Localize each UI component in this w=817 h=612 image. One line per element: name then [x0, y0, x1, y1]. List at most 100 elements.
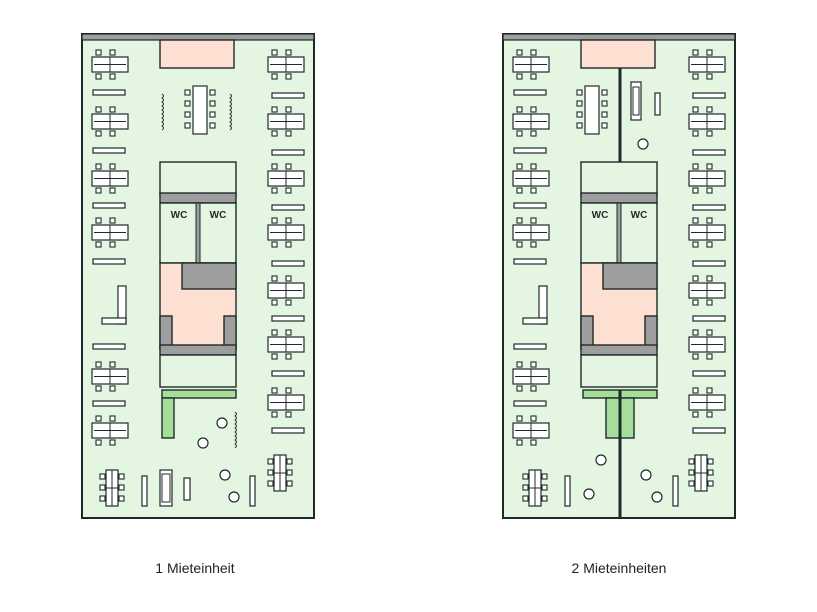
- desk-cluster: [267, 217, 305, 248]
- chair: [601, 89, 608, 96]
- chair: [95, 163, 102, 170]
- chair: [267, 469, 274, 476]
- chair: [530, 439, 537, 446]
- bench: [513, 258, 547, 265]
- plant-squiggle: [229, 93, 232, 131]
- meeting-table: [184, 85, 216, 135]
- chair: [706, 163, 713, 170]
- facade-strip: [81, 33, 315, 41]
- chair: [692, 49, 699, 56]
- core-shaft: [602, 262, 658, 290]
- chair: [109, 415, 116, 422]
- core-band: [159, 192, 237, 204]
- round-table: [216, 417, 228, 429]
- chair: [688, 469, 695, 476]
- bench: [92, 147, 126, 154]
- chair: [271, 241, 278, 248]
- chair: [267, 458, 274, 465]
- wc-label-left: WC: [592, 210, 609, 221]
- chair: [271, 187, 278, 194]
- chair: [692, 241, 699, 248]
- chair: [118, 484, 125, 491]
- chair: [285, 275, 292, 282]
- chair: [209, 111, 216, 118]
- chair: [271, 275, 278, 282]
- chair: [692, 163, 699, 170]
- chair: [271, 299, 278, 306]
- chair: [692, 217, 699, 224]
- chair: [530, 49, 537, 56]
- chair: [692, 299, 699, 306]
- chair: [530, 73, 537, 80]
- desk-cluster: [91, 217, 129, 248]
- chair: [692, 275, 699, 282]
- chair: [109, 361, 116, 368]
- bench: [271, 315, 305, 322]
- chair: [271, 329, 278, 336]
- chair: [522, 473, 529, 480]
- chair: [109, 73, 116, 80]
- chair: [109, 385, 116, 392]
- chair: [707, 458, 714, 465]
- wc-label-left: WC: [171, 210, 188, 221]
- chair: [530, 385, 537, 392]
- round-table: [583, 488, 595, 500]
- core-col-right: [644, 315, 658, 350]
- chair: [285, 163, 292, 170]
- chair: [118, 473, 125, 480]
- core-band: [580, 192, 658, 204]
- chair: [286, 469, 293, 476]
- chair: [95, 49, 102, 56]
- bench: [271, 260, 305, 267]
- chair: [285, 106, 292, 113]
- core-top: [159, 161, 237, 197]
- chair: [516, 217, 523, 224]
- desk-cluster: [512, 415, 550, 446]
- chair: [271, 49, 278, 56]
- chair: [516, 241, 523, 248]
- chair: [706, 217, 713, 224]
- chair: [706, 73, 713, 80]
- wc-left: [580, 202, 620, 264]
- core-col-left: [159, 315, 173, 350]
- desk-cluster: [91, 49, 129, 80]
- chair: [601, 122, 608, 129]
- chair: [692, 73, 699, 80]
- chair: [692, 130, 699, 137]
- core-top: [580, 161, 658, 197]
- chair: [271, 387, 278, 394]
- chair: [601, 100, 608, 107]
- round-table: [595, 454, 607, 466]
- chair: [209, 122, 216, 129]
- chair: [109, 106, 116, 113]
- chair: [285, 329, 292, 336]
- chair: [692, 106, 699, 113]
- bench: [692, 260, 726, 267]
- chair: [530, 415, 537, 422]
- chair: [285, 387, 292, 394]
- chair: [516, 385, 523, 392]
- desk-cluster: [512, 361, 550, 392]
- chair: [706, 241, 713, 248]
- desk-cluster: [688, 329, 726, 360]
- chair: [95, 187, 102, 194]
- chair: [707, 480, 714, 487]
- chair: [209, 89, 216, 96]
- bench: [692, 204, 726, 211]
- chair: [706, 49, 713, 56]
- bench: [92, 400, 126, 407]
- chair: [285, 187, 292, 194]
- bench: [672, 475, 679, 507]
- chair: [184, 100, 191, 107]
- desk-cluster: [688, 106, 726, 137]
- round-table: [640, 469, 652, 481]
- chair: [530, 217, 537, 224]
- lounge-table: [522, 469, 548, 507]
- desk-cluster: [91, 361, 129, 392]
- caption-two-units: 2 Mieteinheiten: [571, 560, 667, 576]
- chair: [271, 353, 278, 360]
- chair: [184, 111, 191, 118]
- chair: [118, 495, 125, 502]
